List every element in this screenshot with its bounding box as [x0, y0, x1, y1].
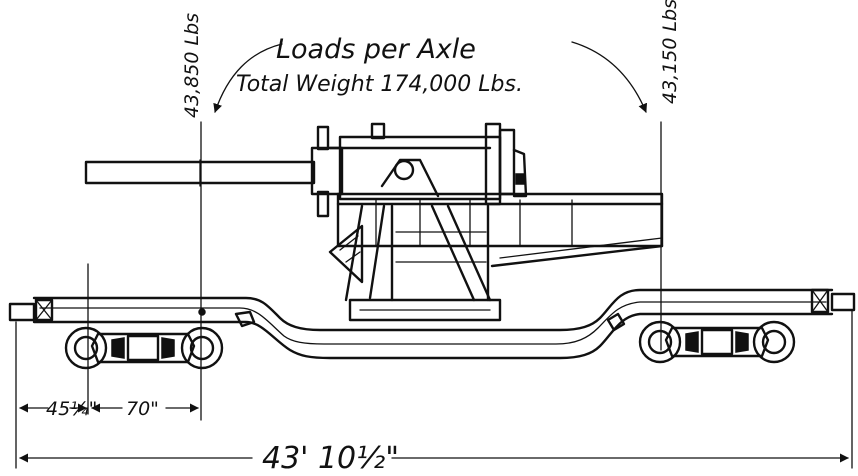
left-truck-wheel-2 [180, 326, 224, 370]
left-load-arrow [213, 43, 283, 113]
gun-barrel [84, 122, 528, 218]
dimension-lines: 45¼" 70" 43' 10½" [15, 263, 853, 476]
left-truck [64, 326, 224, 370]
right-buffer [830, 292, 856, 312]
gun-cradle [338, 135, 502, 201]
dim-wheel-base: 70" [126, 398, 159, 420]
right-truck-wheel-2 [752, 320, 796, 364]
dim-overall-length: 43' 10½" [262, 441, 399, 476]
right-truck [638, 320, 796, 364]
barrel-breech-band [310, 146, 344, 196]
title-line-2: Total Weight 174,000 Lbs. [236, 72, 523, 97]
right-truck-wheel-1 [638, 320, 682, 364]
carriage-frame [336, 192, 664, 248]
right-truck-frame [664, 326, 770, 358]
left-truck-frame [90, 332, 196, 364]
railway-car-body [8, 288, 856, 360]
left-truck-wheel-1 [64, 326, 108, 370]
top-carriage [328, 158, 664, 322]
dim-end-offset: 45¼" [46, 398, 97, 420]
left-axle-load: 43,850 Lbs [181, 13, 203, 118]
right-axle-load: 43,150 Lbs [659, 0, 681, 104]
left-buffer [8, 302, 36, 322]
right-load-arrow [571, 41, 648, 113]
title-block: Loads per Axle Total Weight 174,000 Lbs. [236, 34, 523, 97]
title-line-1: Loads per Axle [276, 34, 476, 65]
gun-base-plate [348, 298, 502, 322]
